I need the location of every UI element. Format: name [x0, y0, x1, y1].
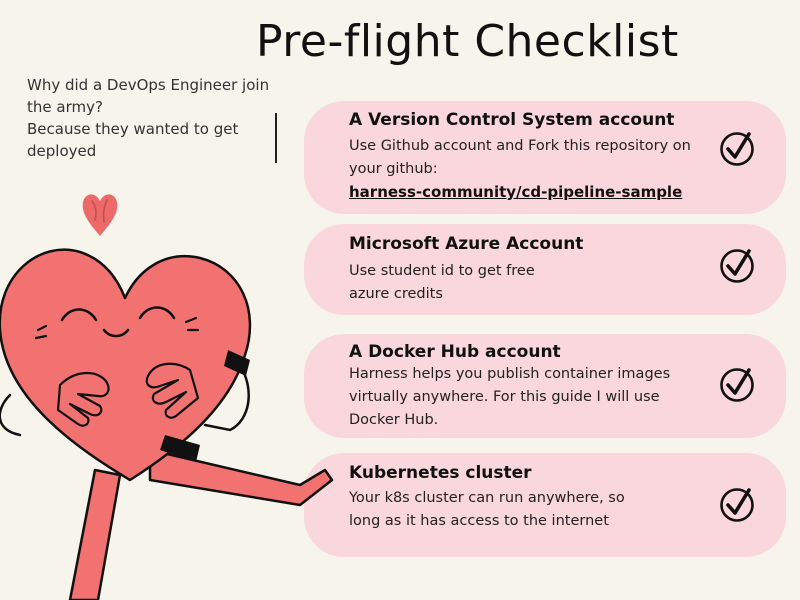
checklist-card-kubernetes: Kubernetes cluster Your k8s cluster can … — [304, 453, 786, 557]
checklist-card-body: Use Github account and Fork this reposit… — [349, 138, 691, 177]
page-title: Pre-flight Checklist — [256, 16, 679, 67]
joke-question: Why did a DevOps Engineer join the army? — [27, 76, 270, 116]
checkmark-circle-icon — [720, 132, 754, 166]
small-heart-icon — [82, 194, 118, 236]
checkmark-circle-icon — [720, 488, 754, 522]
joke-divider — [275, 113, 277, 163]
checklist-card-docker: A Docker Hub account Harness helps you p… — [304, 334, 786, 438]
checkmark-circle-icon — [720, 249, 754, 283]
joke-text: Why did a DevOps Engineer join the army?… — [27, 74, 272, 162]
checklist-card-title: A Docker Hub account — [349, 342, 561, 362]
checklist-card-title: A Version Control System account — [349, 110, 675, 130]
checklist-card-body: Use student id to get free azure credits — [349, 263, 535, 302]
checklist-card-vcs: A Version Control System account Use Git… — [304, 101, 786, 214]
repository-link[interactable]: harness-community/cd-pipeline-sample — [349, 183, 683, 201]
checklist-card-azure: Microsoft Azure Account Use student id t… — [304, 224, 786, 315]
checklist-card-body: Harness helps you publish container imag… — [349, 366, 671, 428]
joke-answer: Because they wanted to get deployed — [27, 120, 239, 160]
checkmark-circle-icon — [720, 368, 754, 402]
heart-character-illustration — [0, 248, 334, 600]
checklist-card-title: Microsoft Azure Account — [349, 234, 584, 254]
checklist-card-body: Your k8s cluster can run anywhere, so lo… — [349, 490, 625, 529]
checklist-card-title: Kubernetes cluster — [349, 463, 532, 483]
